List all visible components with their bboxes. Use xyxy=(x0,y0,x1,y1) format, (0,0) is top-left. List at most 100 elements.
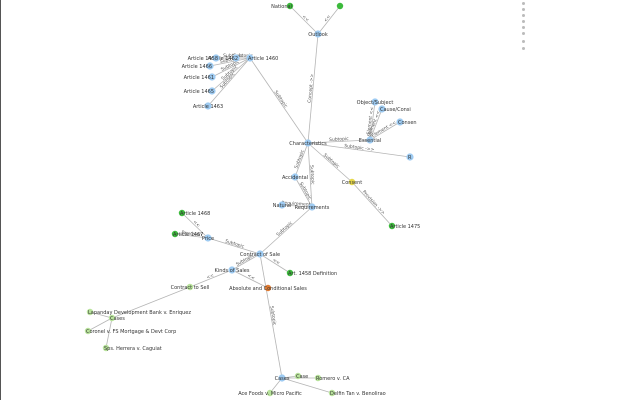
node-cause[interactable]: Cause/Consi xyxy=(378,105,411,113)
edge-characteristics-outlook xyxy=(307,33,319,144)
node-circle[interactable] xyxy=(186,283,194,291)
node-circle[interactable] xyxy=(108,314,116,322)
node-circle[interactable] xyxy=(264,284,272,292)
node-circle[interactable] xyxy=(286,269,294,277)
node-circle[interactable] xyxy=(204,102,212,110)
node-circle[interactable] xyxy=(102,344,110,352)
node-label: Cases xyxy=(110,316,125,322)
node-a1466[interactable]: Article 1466 xyxy=(182,62,214,70)
node-label: Art. 1458 Definition xyxy=(288,271,337,277)
node-circle[interactable] xyxy=(328,389,336,397)
dot-marker xyxy=(522,20,525,23)
node-circle[interactable] xyxy=(406,153,414,161)
node-essential[interactable]: Essential xyxy=(359,136,381,144)
node-right_edge[interactable]: R xyxy=(406,153,414,161)
node-circle[interactable] xyxy=(208,87,216,95)
canvas-left-border xyxy=(0,0,1,400)
node-circle[interactable] xyxy=(208,73,216,81)
node-circle[interactable] xyxy=(348,178,356,186)
node-label: Article 1465 xyxy=(184,89,214,95)
node-label: Romero v. CA xyxy=(316,376,350,382)
node-circle[interactable] xyxy=(396,118,404,126)
node-circle[interactable] xyxy=(366,136,374,144)
node-cases2[interactable]: Cases xyxy=(108,314,125,322)
node-circle[interactable] xyxy=(86,308,94,316)
node-label: Ace Foods v. Micro Pacific xyxy=(238,391,302,397)
node-a1468[interactable]: Article 1468 xyxy=(178,209,211,217)
edge-cases2-coronel xyxy=(87,317,113,332)
node-dtan[interactable]: Delfin Tan v. Benolirao xyxy=(328,389,386,397)
node-contract_of_sale[interactable]: Contract of Sale xyxy=(240,250,280,258)
node-circle[interactable] xyxy=(256,250,264,258)
node-circle[interactable] xyxy=(336,2,344,10)
edge-label: << xyxy=(271,257,281,266)
node-circle[interactable] xyxy=(84,327,92,335)
node-a1458[interactable]: Article 1458 xyxy=(188,54,220,62)
node-romero[interactable]: Romero v. CA xyxy=(314,374,350,382)
node-label: Article 1458 xyxy=(188,56,218,62)
node-lapanday[interactable]: Lapanday Development Bank v. Enriquez xyxy=(86,308,192,316)
node-circle[interactable] xyxy=(371,98,379,106)
node-label: Contract to Sell xyxy=(171,285,210,291)
node-a1467[interactable]: Article 1467 xyxy=(171,230,204,238)
node-label: Article 1463 xyxy=(193,104,223,110)
node-label: Consen xyxy=(398,120,417,126)
node-circle[interactable] xyxy=(378,105,386,113)
node-case_top[interactable]: Case xyxy=(294,372,308,380)
node-label: Article 1468 xyxy=(180,211,210,217)
node-circle[interactable] xyxy=(228,266,236,274)
edge-a1460-a1466 xyxy=(209,57,251,67)
node-a1461[interactable]: Article 1461 xyxy=(184,73,216,81)
node-circle[interactable] xyxy=(246,54,254,62)
node-requirements[interactable]: Requirements xyxy=(295,203,330,211)
node-outlook[interactable]: Outlook xyxy=(308,30,328,38)
node-circle[interactable] xyxy=(291,173,299,181)
node-consent[interactable]: Consent xyxy=(342,178,363,186)
node-contract_to_sell[interactable]: Contract to Sell xyxy=(171,283,210,291)
node-circle[interactable] xyxy=(171,230,179,238)
node-circle[interactable] xyxy=(294,372,302,380)
node-consent2[interactable]: Consen xyxy=(396,118,417,126)
dot-marker xyxy=(522,47,525,50)
node-national[interactable]: National xyxy=(271,2,294,10)
node-circle[interactable] xyxy=(206,62,214,70)
node-circle[interactable] xyxy=(388,222,396,230)
node-circle[interactable] xyxy=(212,54,220,62)
node-circle[interactable] xyxy=(278,374,286,382)
edge-natural-requirements xyxy=(281,204,313,208)
node-cases[interactable]: Cases xyxy=(275,374,290,382)
node-natural[interactable]: Natural xyxy=(273,201,291,209)
node-label: Case xyxy=(296,374,308,380)
node-circle[interactable] xyxy=(314,30,322,38)
node-a1465[interactable]: Article 1465 xyxy=(184,87,216,95)
node-coronel[interactable]: Coronel v. FS Mortgage & Devt Corp xyxy=(84,327,176,335)
node-circle[interactable] xyxy=(204,234,212,242)
node-circle[interactable] xyxy=(304,139,312,147)
node-circle[interactable] xyxy=(232,54,240,62)
node-absolute[interactable]: Absolute and Conditional Sales xyxy=(229,284,307,292)
node-circle[interactable] xyxy=(286,2,294,10)
node-a1458def[interactable]: Art. 1458 Definition xyxy=(286,269,337,277)
node-top_green[interactable] xyxy=(336,2,344,10)
node-kinds[interactable]: Kinds of Sales xyxy=(215,266,250,274)
node-circle[interactable] xyxy=(178,209,186,217)
node-object[interactable]: Object/Subject xyxy=(357,98,394,106)
node-a1463[interactable]: Article 1463 xyxy=(193,102,223,110)
side-dot-markers xyxy=(522,0,528,60)
node-label: Article 1461 xyxy=(184,75,214,81)
node-characteristics[interactable]: Characteristics xyxy=(289,139,327,147)
node-circle[interactable] xyxy=(278,201,286,209)
node-acepoliquit[interactable]: Ace Foods v. Micro Pacific xyxy=(238,389,302,397)
node-circle[interactable] xyxy=(314,374,322,382)
node-a1475[interactable]: Article 1475 xyxy=(388,222,421,230)
node-accidental[interactable]: Accidental xyxy=(282,173,308,181)
edge-label: Subtopic xyxy=(322,152,341,170)
node-price[interactable]: Price xyxy=(202,234,214,242)
node-a1462[interactable]: Article 1462 xyxy=(208,54,240,62)
node-a1460[interactable]: Article 1460 xyxy=(246,54,278,62)
dot-marker xyxy=(522,32,525,35)
node-circle[interactable] xyxy=(266,389,274,397)
node-spsherrera[interactable]: Sps. Herrera v. Caguiat xyxy=(102,344,162,352)
node-circle[interactable] xyxy=(308,203,316,211)
